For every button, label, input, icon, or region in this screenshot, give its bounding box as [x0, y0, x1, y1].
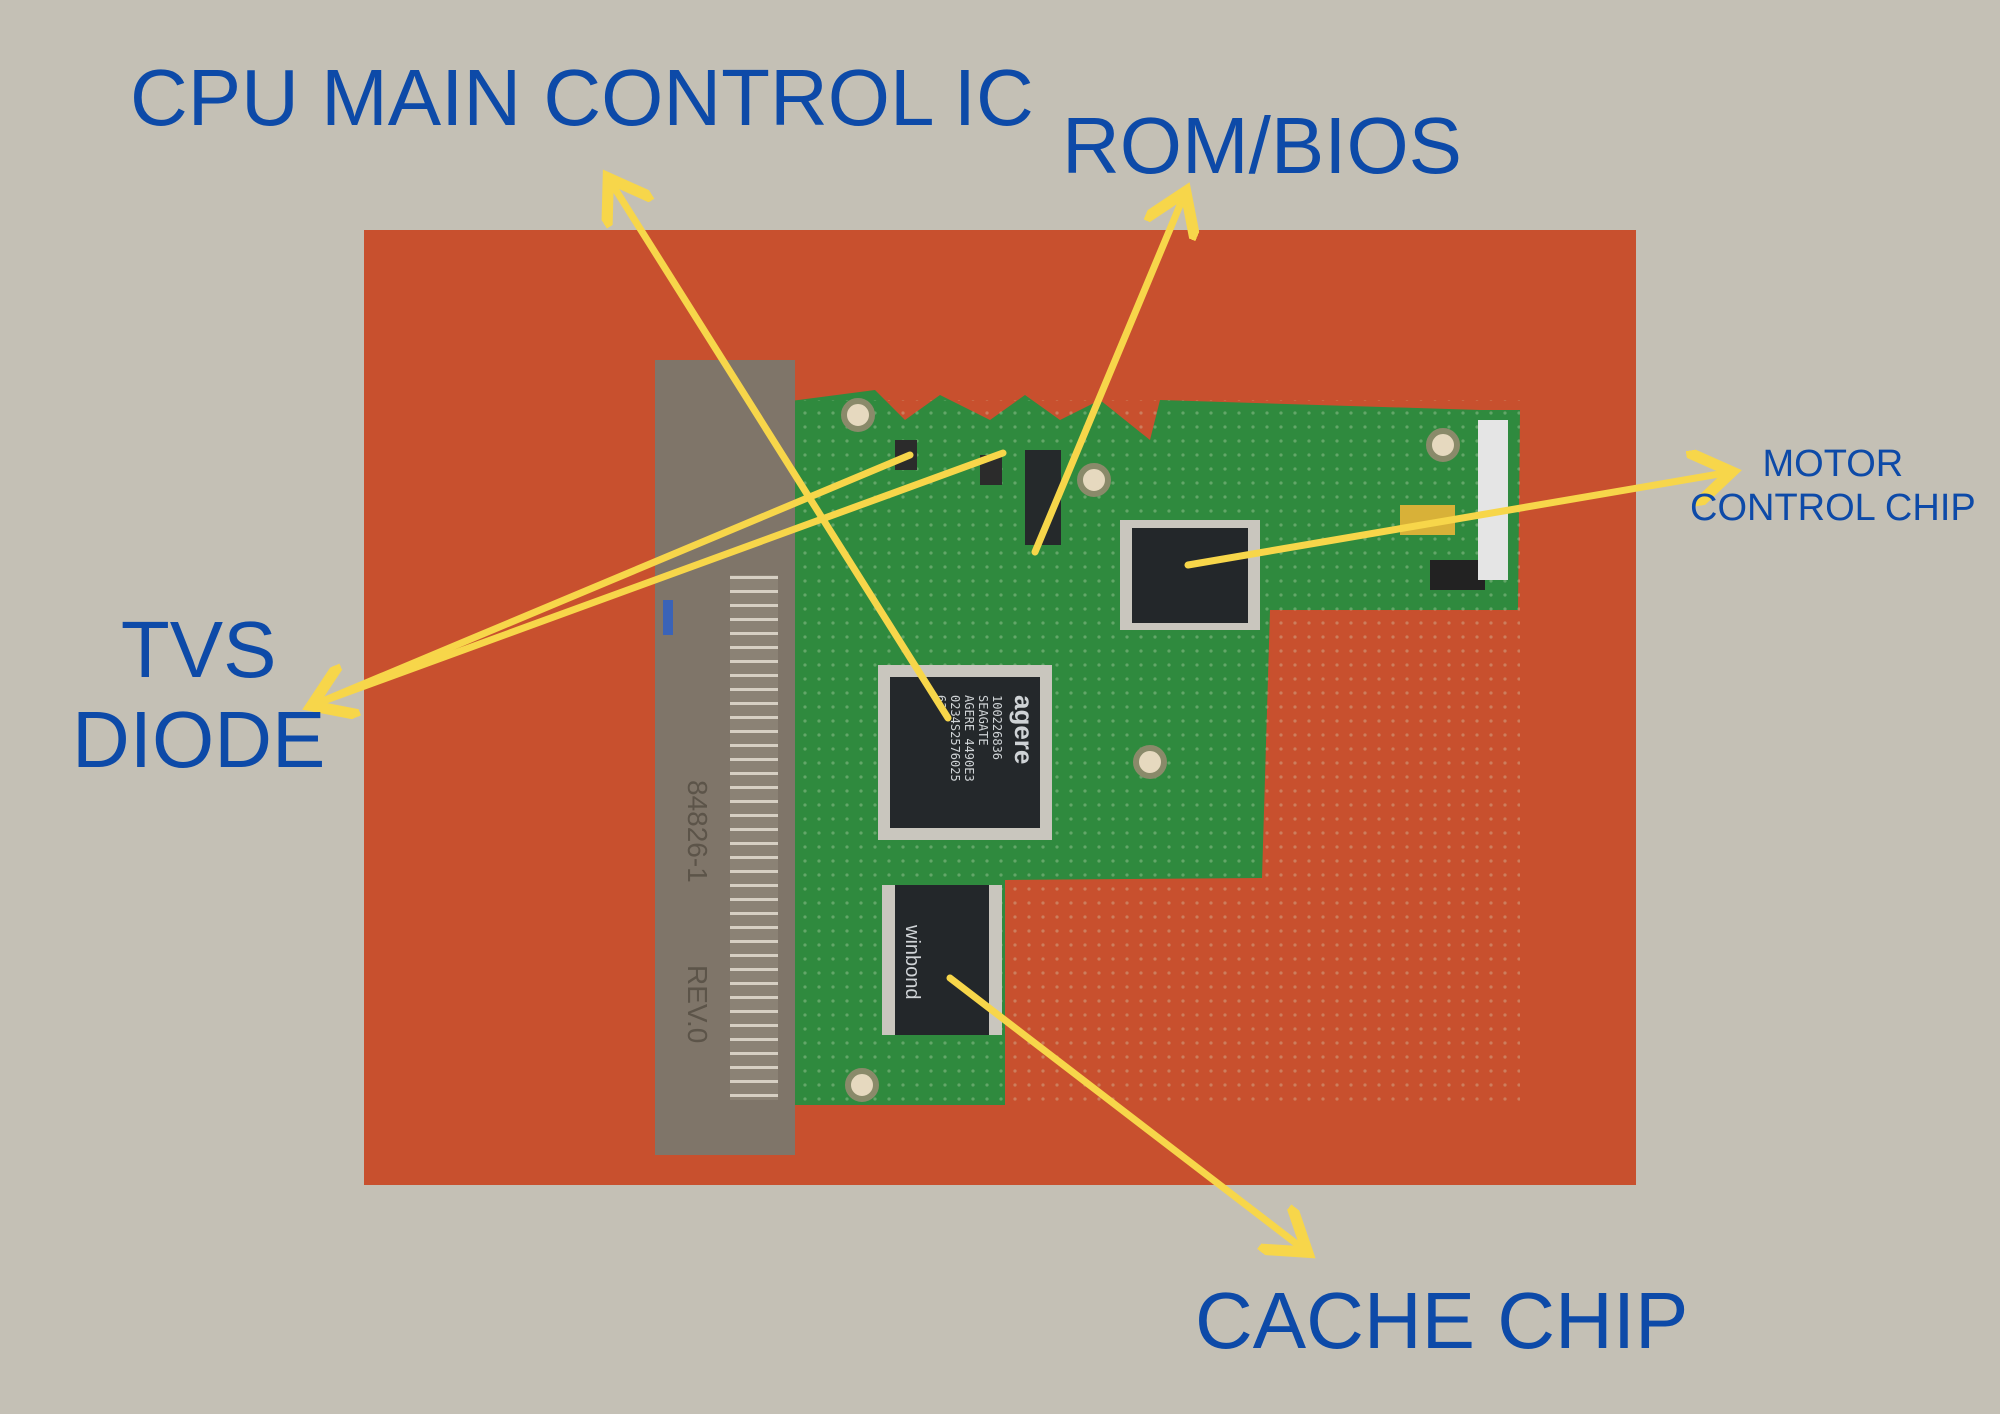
label-cache-chip: CACHE CHIP [1195, 1275, 1688, 1367]
mount-hole [1136, 748, 1164, 776]
connector-tab [663, 600, 673, 635]
cache-logo: winbond [901, 924, 923, 1000]
connector-rev: REV.0 [682, 965, 713, 1043]
label-tvs-line2: DIODE [72, 695, 325, 785]
mount-hole [1429, 431, 1457, 459]
label-tvs-line1: TVS [72, 605, 325, 695]
mount-hole [848, 1071, 876, 1099]
label-rom-bios: ROM/BIOS [1062, 100, 1462, 192]
label-tvs-diode: TVS DIODE [72, 605, 325, 786]
smd-component [1430, 560, 1485, 590]
connector-mark: 84826-1 [682, 780, 713, 883]
cpu-line: 100226836 [990, 695, 1004, 760]
connector-pins [730, 575, 778, 1100]
cpu-line: 0234S2576025 [948, 695, 962, 782]
label-cpu-main-control-ic: CPU MAIN CONTROL IC [130, 52, 1034, 144]
cpu-logo: agere [1009, 695, 1039, 764]
label-motor-line2: CONTROL CHIP [1690, 487, 1976, 531]
mount-hole [1080, 466, 1108, 494]
mount-hole [844, 401, 872, 429]
cpu-line: SEAGATE [976, 695, 990, 746]
cpu-line: AGERE 4490E3 [962, 695, 976, 782]
motor-chip [1132, 528, 1248, 623]
label-motor-line1: MOTOR [1690, 443, 1976, 487]
label-motor-control-chip: MOTOR CONTROL CHIP [1690, 443, 1976, 530]
barcode-label [1478, 420, 1508, 580]
